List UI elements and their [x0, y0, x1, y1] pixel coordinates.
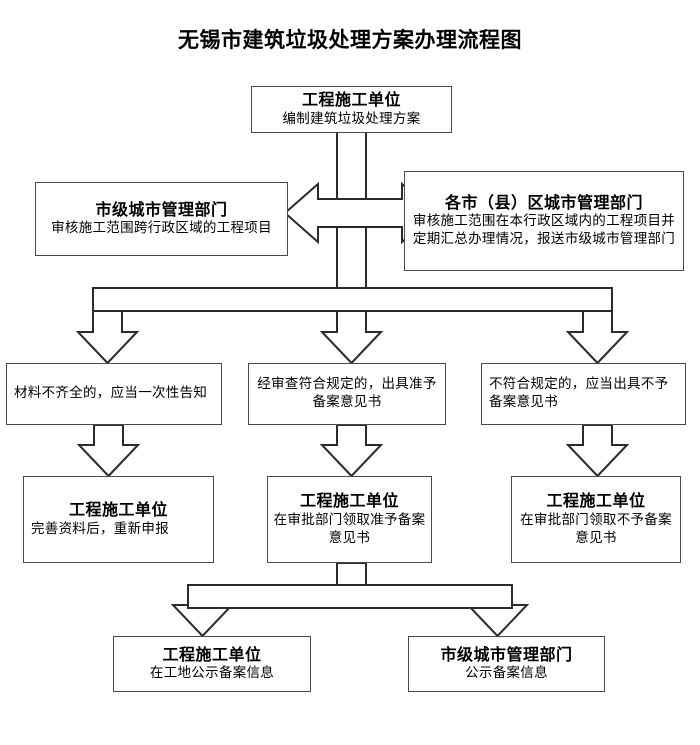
node-incomplete-body: 材料不齐全的，应当一次性告知: [14, 385, 208, 402]
node-top-unit-heading: 工程施工单位: [301, 90, 401, 110]
node-publicize-dept-body: 公示备案信息: [465, 665, 548, 682]
node-publicize-site-body: 在工地公示备案信息: [149, 665, 275, 682]
node-rejected[interactable]: 不符合规定的，应当出具不予备案意见书: [481, 363, 686, 425]
node-district-dept-body: 审核施工范围在本行政区域内的工程项目并定期汇总办理情况，报送市级城市管理部门: [412, 213, 676, 248]
node-publicize-dept-heading: 市级城市管理部门: [440, 644, 573, 664]
arrow-rejected-to-collect: [565, 424, 630, 478]
node-collect-rejection[interactable]: 工程施工单位 在审批部门领取不予备案意见书: [511, 476, 681, 563]
node-city-dept-heading: 市级城市管理部门: [95, 199, 228, 219]
merge-bar: [187, 584, 513, 609]
node-city-dept[interactable]: 市级城市管理部门 审核施工范围跨行政区域的工程项目: [35, 182, 288, 256]
node-district-dept-heading: 各市（县）区城市管理部门: [444, 192, 643, 212]
merge-stub: [336, 562, 367, 586]
arrow-split-right: [565, 287, 630, 365]
node-collect-approval[interactable]: 工程施工单位 在审批部门领取准予备案意见书: [267, 476, 432, 563]
node-top-unit-body: 编制建筑垃圾处理方案: [282, 110, 421, 127]
node-top-unit[interactable]: 工程施工单位 编制建筑垃圾处理方案: [251, 86, 452, 133]
node-district-dept[interactable]: 各市（县）区城市管理部门 审核施工范围在本行政区域内的工程项目并定期汇总办理情况…: [404, 171, 684, 271]
node-collect-rejection-heading: 工程施工单位: [546, 491, 646, 511]
split-bar: [92, 287, 613, 312]
node-collect-approval-body: 在审批部门领取准予备案意见书: [273, 511, 426, 546]
node-rejected-body: 不符合规定的，应当出具不予备案意见书: [489, 376, 669, 410]
node-publicize-site[interactable]: 工程施工单位 在工地公示备案信息: [113, 636, 311, 692]
arrow-merge-left: [170, 584, 235, 638]
node-incomplete[interactable]: 材料不齐全的，应当一次性告知: [6, 363, 222, 425]
arrow-split-left: [75, 287, 140, 365]
node-resubmit-body: 完善资料后，重新申报: [31, 520, 169, 537]
node-collect-approval-heading: 工程施工单位: [299, 491, 399, 511]
node-publicize-site-heading: 工程施工单位: [162, 644, 262, 664]
node-approved-body: 经审查符合规定的，出具准予备案意见书: [257, 376, 437, 410]
arrow-incomplete-to-resubmit: [76, 424, 141, 478]
node-publicize-dept[interactable]: 市级城市管理部门 公示备案信息: [408, 636, 605, 692]
arrow-approved-to-collect: [319, 424, 384, 478]
arrow-merge-right: [465, 584, 530, 638]
arrow-top-to-split: [319, 131, 384, 365]
node-approved[interactable]: 经审查符合规定的，出具准予备案意见书: [248, 363, 446, 425]
node-resubmit[interactable]: 工程施工单位 完善资料后，重新申报: [23, 476, 214, 563]
node-resubmit-heading: 工程施工单位: [68, 500, 168, 520]
page-title: 无锡市建筑垃圾处理方案办理流程图: [178, 28, 522, 52]
node-collect-rejection-body: 在审批部门领取不予备案意见书: [520, 511, 672, 546]
node-city-dept-body: 审核施工范围跨行政区域的工程项目: [51, 220, 272, 237]
